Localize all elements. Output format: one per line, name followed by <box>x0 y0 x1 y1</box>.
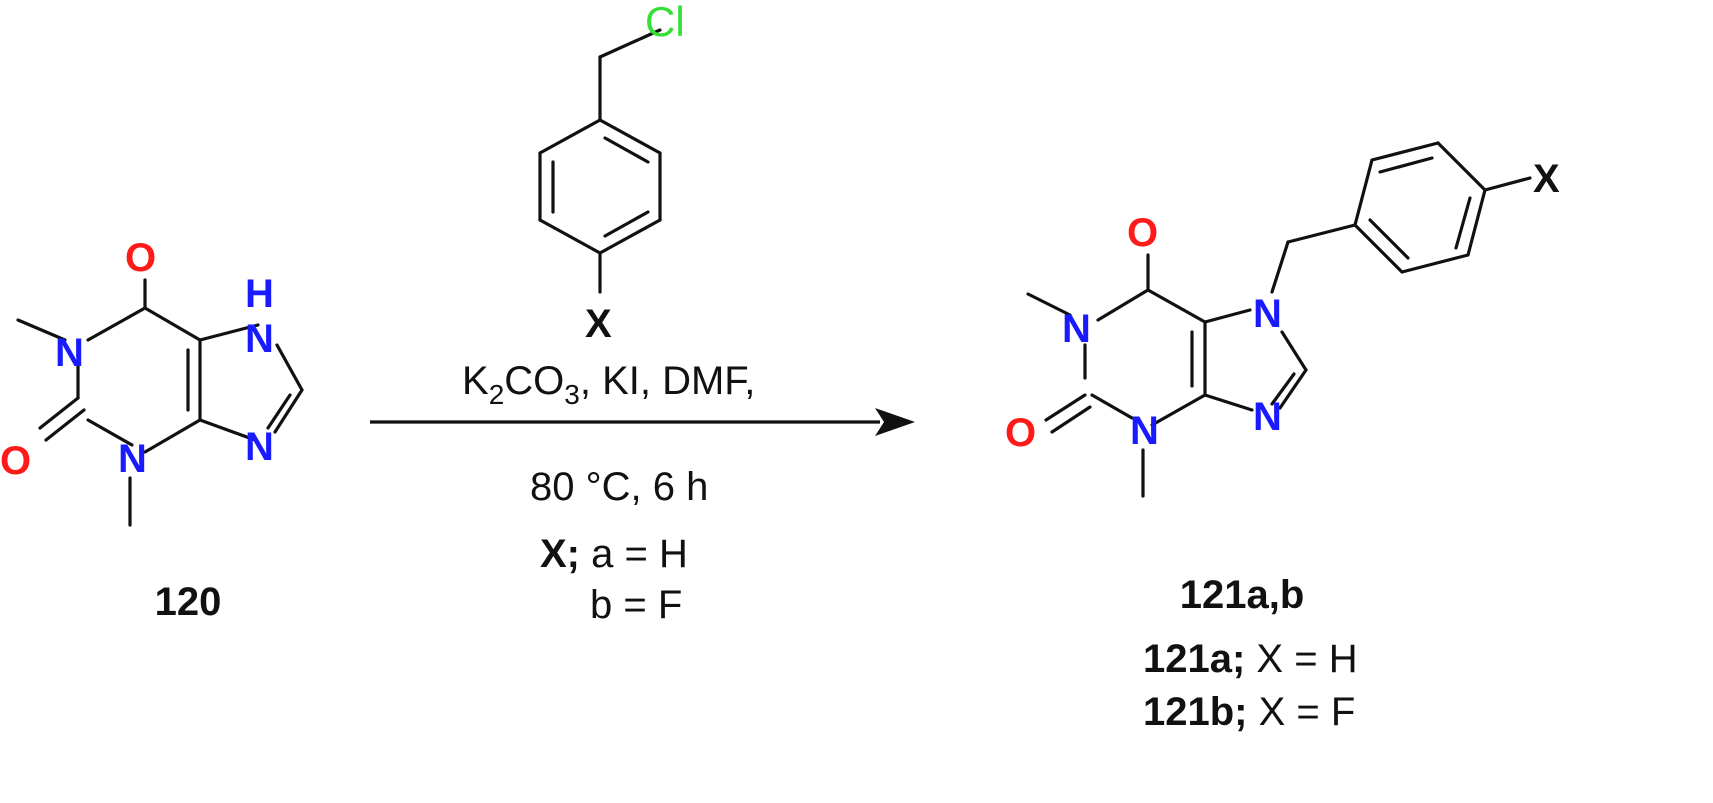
reagent-bonds <box>538 28 662 294</box>
product-substituent-x: X <box>1533 157 1560 201</box>
arrowhead-icon <box>875 408 915 436</box>
product-a-definition: 121a; X = H <box>1143 637 1358 681</box>
reagent-substituent-x: X <box>585 302 612 346</box>
product-121-structure: O N N O N N X <box>1005 141 1560 498</box>
compound-120-nh-hydrogen: H <box>245 272 274 316</box>
compound-120-label: 120 <box>155 580 222 624</box>
product-label: 121a,b <box>1180 573 1305 617</box>
reaction-conditions-line1: K2CO3, KI, DMF, <box>462 359 755 410</box>
product-carbonyl-oxygen-left: O <box>1005 411 1036 455</box>
compound-120-n3-nitrogen: N <box>118 437 147 481</box>
reagent-structure: Cl X <box>538 0 685 346</box>
reaction-arrow <box>370 408 915 436</box>
reagent-chlorine-atom: Cl <box>645 0 685 45</box>
substituent-option-a: X; a = H <box>540 532 688 576</box>
compound-120-carbonyl-oxygen-left: O <box>0 439 31 483</box>
compound-120-bonds <box>16 278 304 527</box>
reaction-conditions-line2: 80 °C, 6 h <box>530 465 708 509</box>
substituent-option-b: b = F <box>590 583 682 627</box>
compound-120-n1-nitrogen: N <box>55 331 84 375</box>
product-n7-nitrogen: N <box>1253 292 1282 336</box>
product-bonds <box>1026 141 1532 498</box>
product-n9-nitrogen: N <box>1253 395 1282 439</box>
product-n3-nitrogen: N <box>1130 409 1159 453</box>
product-n1-nitrogen: N <box>1062 307 1091 351</box>
product-b-definition: 121b; X = F <box>1143 690 1355 734</box>
compound-120-n7-nitrogen: N <box>245 317 274 361</box>
compound-120-carbonyl-oxygen-top: O <box>125 236 156 280</box>
product-carbonyl-oxygen-top: O <box>1127 211 1158 255</box>
compound-120-structure: O N H N O N N <box>0 236 304 527</box>
compound-120-n9-nitrogen: N <box>245 425 274 469</box>
